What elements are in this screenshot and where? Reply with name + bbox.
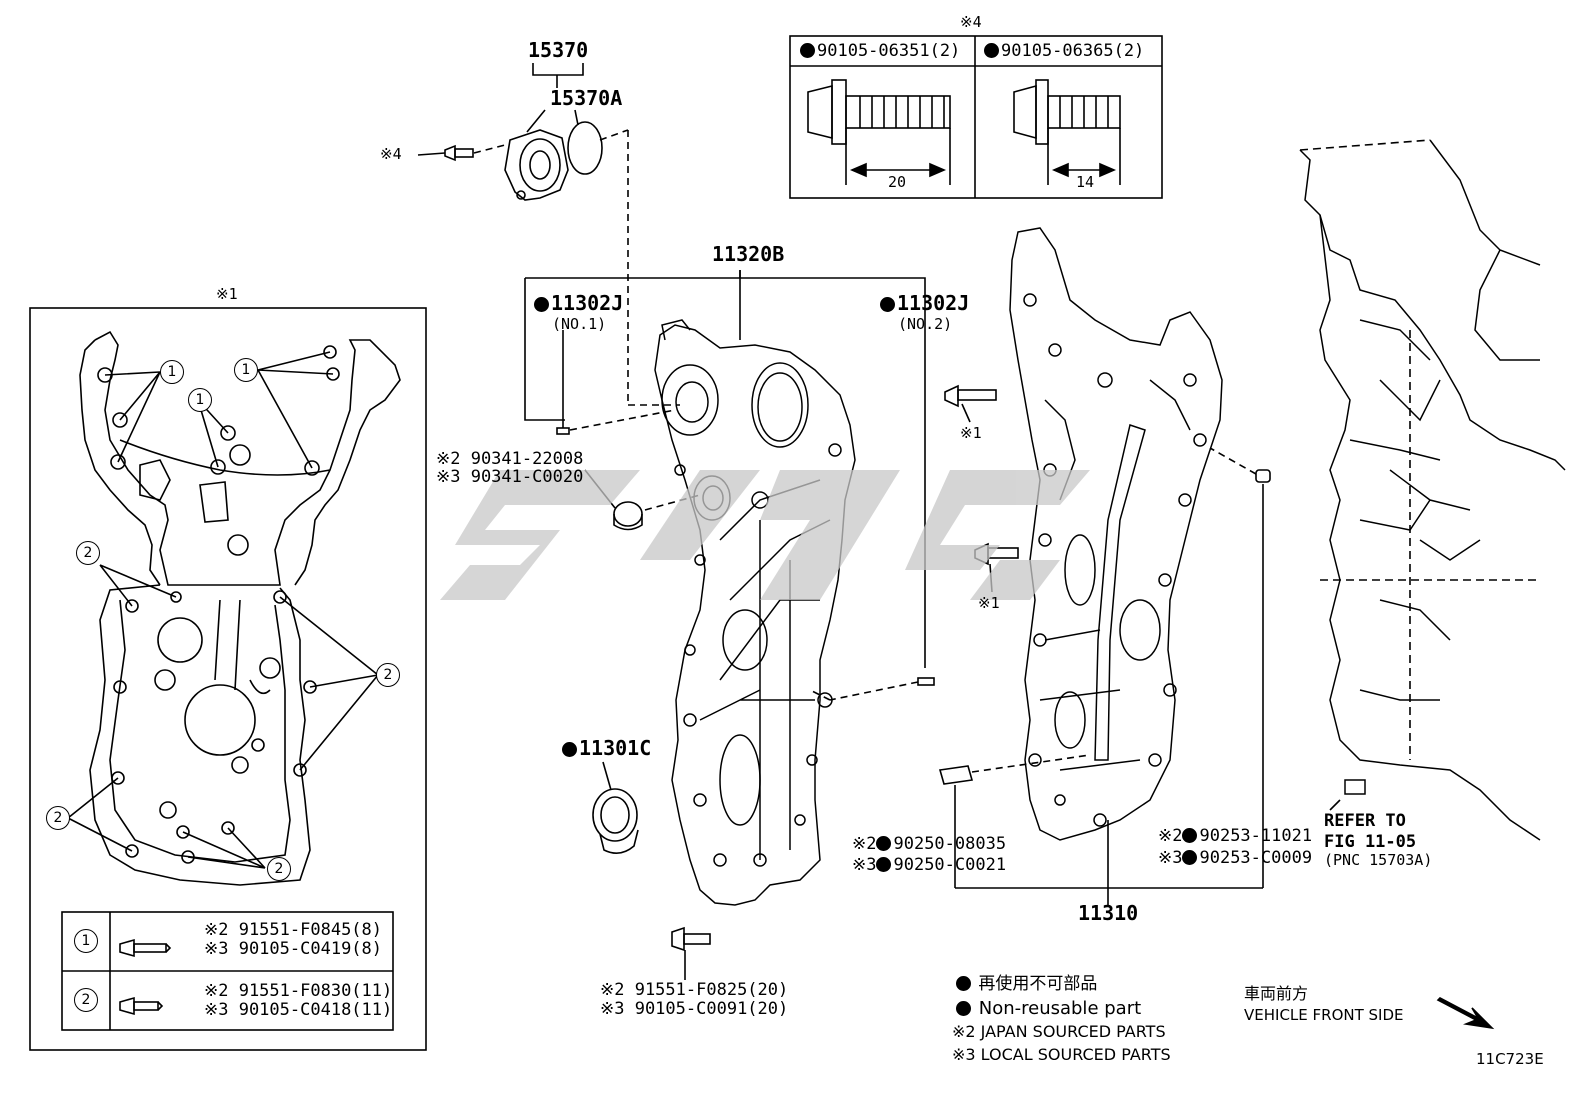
nonreusable-dot [1182, 828, 1198, 843]
watermark-logo [440, 470, 1090, 600]
engine-block-drawing [1299, 139, 1566, 841]
part-15370: 15370 [528, 38, 589, 62]
bolt-length-14: 14 [1076, 173, 1095, 191]
part-11302j-no2-label: (NO.2) [898, 315, 953, 333]
part-11320b: 11320B [712, 242, 785, 266]
legend-row1-jp: ※2 91551-F0845(8) [204, 920, 383, 940]
nonreusable-dot [562, 742, 577, 757]
nonreusable-dot [956, 976, 971, 991]
figure-code: 11C723E [1476, 1050, 1544, 1068]
part-11302j-no1-label: (NO.1) [552, 315, 607, 333]
timing-chain-cover-11310 [1009, 227, 1223, 841]
gasket-lower-outline [89, 584, 311, 886]
part-11310: 11310 [1078, 901, 1139, 925]
part-11302j-no1: 11302J [534, 293, 623, 313]
callout-1: 1 [188, 388, 212, 412]
bolt-table-col1: 90105-06351(2) [800, 43, 960, 60]
bolt-length-20: 20 [888, 173, 907, 191]
bolt-mark-1b: ※1 [978, 594, 1000, 612]
legend-bolt-1 [119, 938, 172, 958]
legend-nonreusable-jp: 再使用不可部品 [956, 976, 1097, 993]
part-11302j-no2: 11302J [880, 293, 969, 313]
part-11301c: 11301C [562, 738, 651, 758]
nonreusable-dot [534, 297, 549, 312]
legend-row1-num: 1 [74, 929, 98, 953]
legend-local-sourced: ※3 LOCAL SOURCED PARTS [952, 1045, 1171, 1064]
legend-row2-jp: ※2 91551-F0830(11) [204, 981, 393, 1001]
nonreusable-dot [1182, 850, 1198, 865]
hole-plug-drawing [613, 501, 643, 531]
legend-japan-sourced: ※2 JAPAN SOURCED PARTS [952, 1022, 1166, 1041]
bolt-mark-1a: ※1 [960, 424, 982, 442]
nonreusable-dot [800, 43, 815, 58]
refer-to-line2: FIG 11-05 [1324, 832, 1417, 852]
callout-1: 1 [160, 360, 184, 384]
gasket-inset-frame [29, 307, 427, 1051]
callout-1: 1 [234, 358, 258, 382]
nonreusable-dot [876, 836, 892, 851]
nonreusable-dot [880, 297, 895, 312]
inset-note-mark: ※1 [216, 285, 238, 303]
legend-row2-local: ※3 90105-C0418(11) [204, 1000, 393, 1020]
oil-seal-drawing [592, 788, 639, 854]
bolt-table-frame [789, 35, 1163, 199]
pulley-bracket-drawing [504, 121, 603, 201]
bolt-table-col2: 90105-06365(2) [984, 43, 1144, 60]
legend-row1-local: ※3 90105-C0419(8) [204, 939, 383, 959]
bolt-bottom-jp: ※2 91551-F0825(20) [600, 980, 789, 1000]
bolt-mark-4: ※4 [380, 145, 402, 163]
nonreusable-dot [876, 857, 892, 872]
legend-nonreusable-en: Non-reusable part [956, 1000, 1141, 1018]
callout-2: 2 [376, 663, 400, 687]
callout-2: 2 [46, 806, 70, 830]
vehicle-front-jp: 車両前方 [1244, 984, 1309, 1003]
bolt-table-note-mark: ※4 [960, 13, 982, 31]
vehicle-front-arrow [1436, 997, 1495, 1030]
hole-plug-jp: ※2 90341-22008 [436, 449, 584, 469]
nonreusable-dot [956, 1001, 971, 1016]
legend-row2-num: 2 [74, 988, 98, 1012]
refer-to-line1: REFER TO [1324, 811, 1406, 831]
hole-plug-local: ※3 90341-C0020 [436, 467, 584, 487]
bolt-20-drawing [807, 79, 951, 185]
legend-bolt-2 [119, 996, 164, 1016]
callout-2: 2 [267, 857, 291, 881]
bolt-bottom-local: ※3 90105-C0091(20) [600, 999, 789, 1019]
part-15370a: 15370A [550, 86, 623, 110]
callout-2: 2 [76, 541, 100, 565]
vehicle-front-en: VEHICLE FRONT SIDE [1244, 1006, 1404, 1024]
timing-cover-11320b [654, 319, 856, 906]
bolt-14-drawing [1013, 79, 1121, 185]
nonreusable-dot [984, 43, 999, 58]
refer-to-line3: (PNC 15703A) [1324, 851, 1433, 869]
